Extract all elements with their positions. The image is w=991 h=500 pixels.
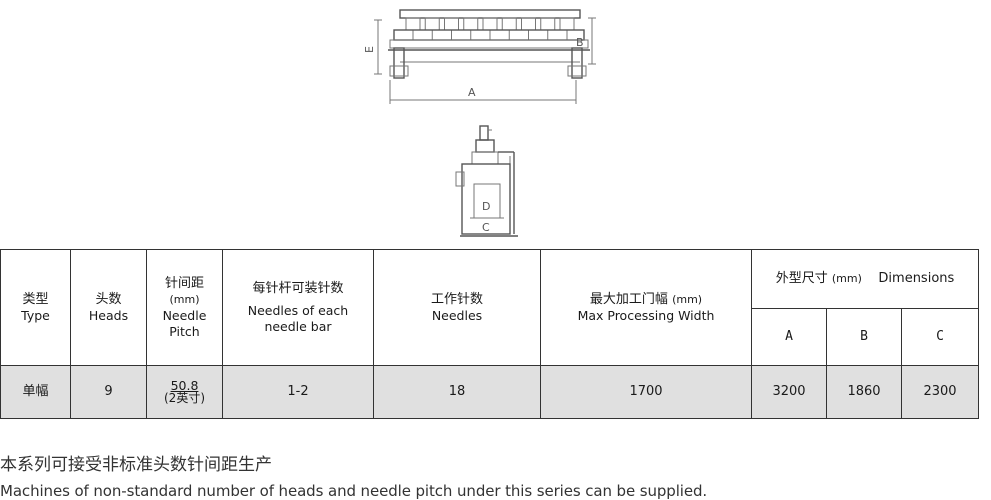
machine-head xyxy=(444,17,459,31)
machine-head xyxy=(501,17,517,31)
machine-head xyxy=(559,17,575,31)
max-width-unit: (mm) xyxy=(672,292,703,306)
cell-max-width: 1700 xyxy=(540,365,752,419)
cell-needles: 18 xyxy=(373,365,541,419)
header-pitch: 针间距 (mm) Needle Pitch xyxy=(146,249,223,366)
spec-table: 类型 Type 头数 Heads 针间距 (mm) Needle Pitch 每… xyxy=(0,249,979,419)
cell-dim-c: 2300 xyxy=(901,365,979,419)
dimensions-cn: 外型尺寸 xyxy=(775,271,828,286)
label-c: C xyxy=(482,221,490,234)
cell-dim-b: 1860 xyxy=(826,365,902,419)
max-width-cn: 最大加工门幅 xyxy=(589,291,668,307)
pitch-inch: (2英寸) xyxy=(164,391,205,405)
machine-head xyxy=(463,17,479,31)
header-dim-a: A xyxy=(751,308,827,366)
header-needles: 工作针数 Needles xyxy=(373,249,541,366)
pitch-mm: 50.8 xyxy=(170,378,199,393)
cell-type: 单幅 xyxy=(0,365,71,419)
cell-needles-per-bar: 1-2 xyxy=(222,365,374,419)
front-view-drawing: E B A xyxy=(363,9,596,104)
cell-pitch: 50.8 (2英寸) xyxy=(146,365,223,419)
cell-heads: 9 xyxy=(70,365,147,419)
header-max-width: 最大加工门幅 (mm) Max Processing Width xyxy=(540,249,752,366)
label-a: A xyxy=(468,86,476,99)
machine-head xyxy=(521,17,536,31)
label-d: D xyxy=(482,200,490,213)
machine-head xyxy=(540,17,556,31)
header-dim-c: C xyxy=(901,308,979,366)
header-needles-per-bar: 每针杆可装针数 Needles of each needle bar xyxy=(222,249,374,366)
header-dimensions: 外型尺寸 (mm) Dimensions xyxy=(751,249,979,309)
label-e: E xyxy=(363,46,376,53)
note-chinese: 本系列可接受非标准头数针间距生产 xyxy=(0,455,272,475)
table-row: 单幅 9 50.8 (2英寸) 1-2 18 1700 3200 1860 23… xyxy=(0,365,979,419)
machine-head xyxy=(424,17,440,31)
header-type: 类型 Type xyxy=(0,249,71,366)
side-view-drawing: D C xyxy=(455,125,518,237)
note-english: Machines of non-standard number of heads… xyxy=(0,482,708,500)
dimensions-en: Dimensions xyxy=(878,271,955,286)
cell-dim-a: 3200 xyxy=(751,365,827,419)
label-b: B xyxy=(576,36,584,49)
machine-heads xyxy=(405,17,575,40)
header-dim-b: B xyxy=(826,308,902,366)
machine-head xyxy=(482,17,498,31)
dimensions-unit: (mm) xyxy=(831,272,862,285)
header-heads: 头数 Heads xyxy=(70,249,147,366)
machine-head xyxy=(405,17,421,31)
